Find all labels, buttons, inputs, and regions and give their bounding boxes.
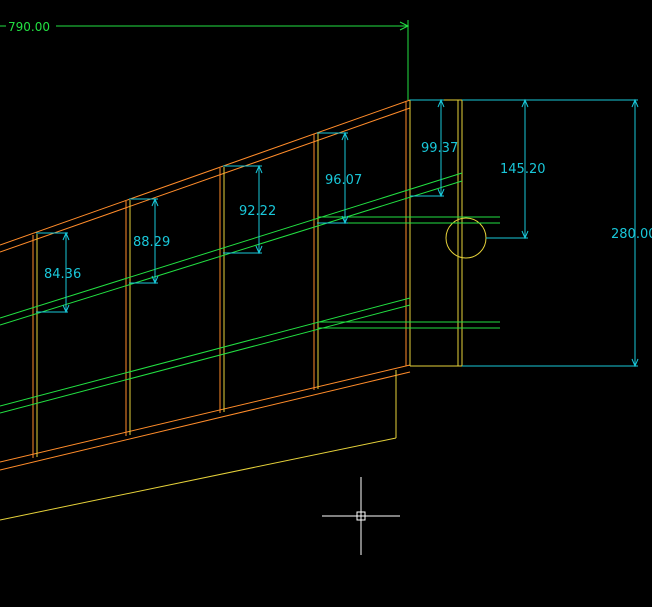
dim-label-280-00: 280.00 (611, 227, 652, 242)
stringer-top-edge (0, 99, 411, 246)
dim-145-20 (462, 98, 529, 240)
dim-label-96-07: 96.07 (325, 173, 362, 188)
stringer-top-edge-inner (0, 107, 411, 253)
handrails (0, 172, 500, 414)
dim-96-07 (317, 131, 349, 225)
baluster-dimensions (36, 98, 639, 368)
rail-section-circle (445, 217, 487, 259)
dim-label-84-36: 84.36 (44, 267, 81, 282)
dimension-labels: 84.36 88.29 92.22 96.07 99.37 145.20 280… (44, 141, 652, 282)
lower-rail-top (0, 297, 411, 407)
stair-stringer (0, 99, 411, 471)
stringer-bottom-edge (0, 364, 411, 463)
lower-rail-bottom (0, 304, 411, 414)
upper-rail-top (0, 172, 463, 319)
dim-label-92-22: 92.22 (239, 204, 276, 219)
top-width-label: 790.00 (8, 20, 50, 34)
dim-280-00 (462, 98, 639, 368)
dim-92-22 (223, 164, 263, 255)
crosshair-cursor-icon (322, 477, 400, 555)
baluster-4 (313, 133, 319, 390)
dim-88-29 (129, 197, 159, 285)
baluster-3 (219, 167, 225, 413)
baluster-5 (405, 100, 411, 366)
dim-label-145-20: 145.20 (500, 162, 546, 177)
balusters (32, 100, 411, 458)
dim-99-37 (410, 98, 445, 198)
baluster-1 (32, 234, 38, 458)
base-outline (0, 370, 397, 521)
top-dim-arrow (399, 21, 410, 31)
dim-label-88-29: 88.29 (133, 235, 170, 250)
dim-84-36 (36, 231, 70, 314)
top-width-dimension (0, 20, 410, 100)
baluster-2 (125, 200, 131, 436)
newel-post (410, 99, 487, 367)
dim-label-99-37: 99.37 (421, 141, 458, 156)
stringer-bottom-edge-inner (0, 371, 411, 471)
